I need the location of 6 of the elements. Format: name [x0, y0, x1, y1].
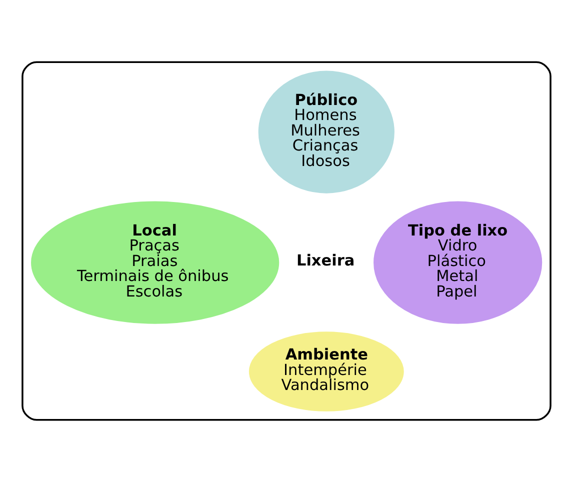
node-ellipse: Local Praças Praias Terminais de ônibus Escolas [31, 200, 280, 324]
node-ellipse: Ambiente Intempérie Vandalismo [248, 331, 404, 411]
cluster [22, 60, 552, 420]
label: Lixeira [296, 250, 355, 269]
node-ellipse: Público Homens Mulheres Crianças Idosos [258, 70, 394, 193]
node-ellipse: Tipo de lixo Vidro Plástico Metal Papel [374, 200, 542, 324]
